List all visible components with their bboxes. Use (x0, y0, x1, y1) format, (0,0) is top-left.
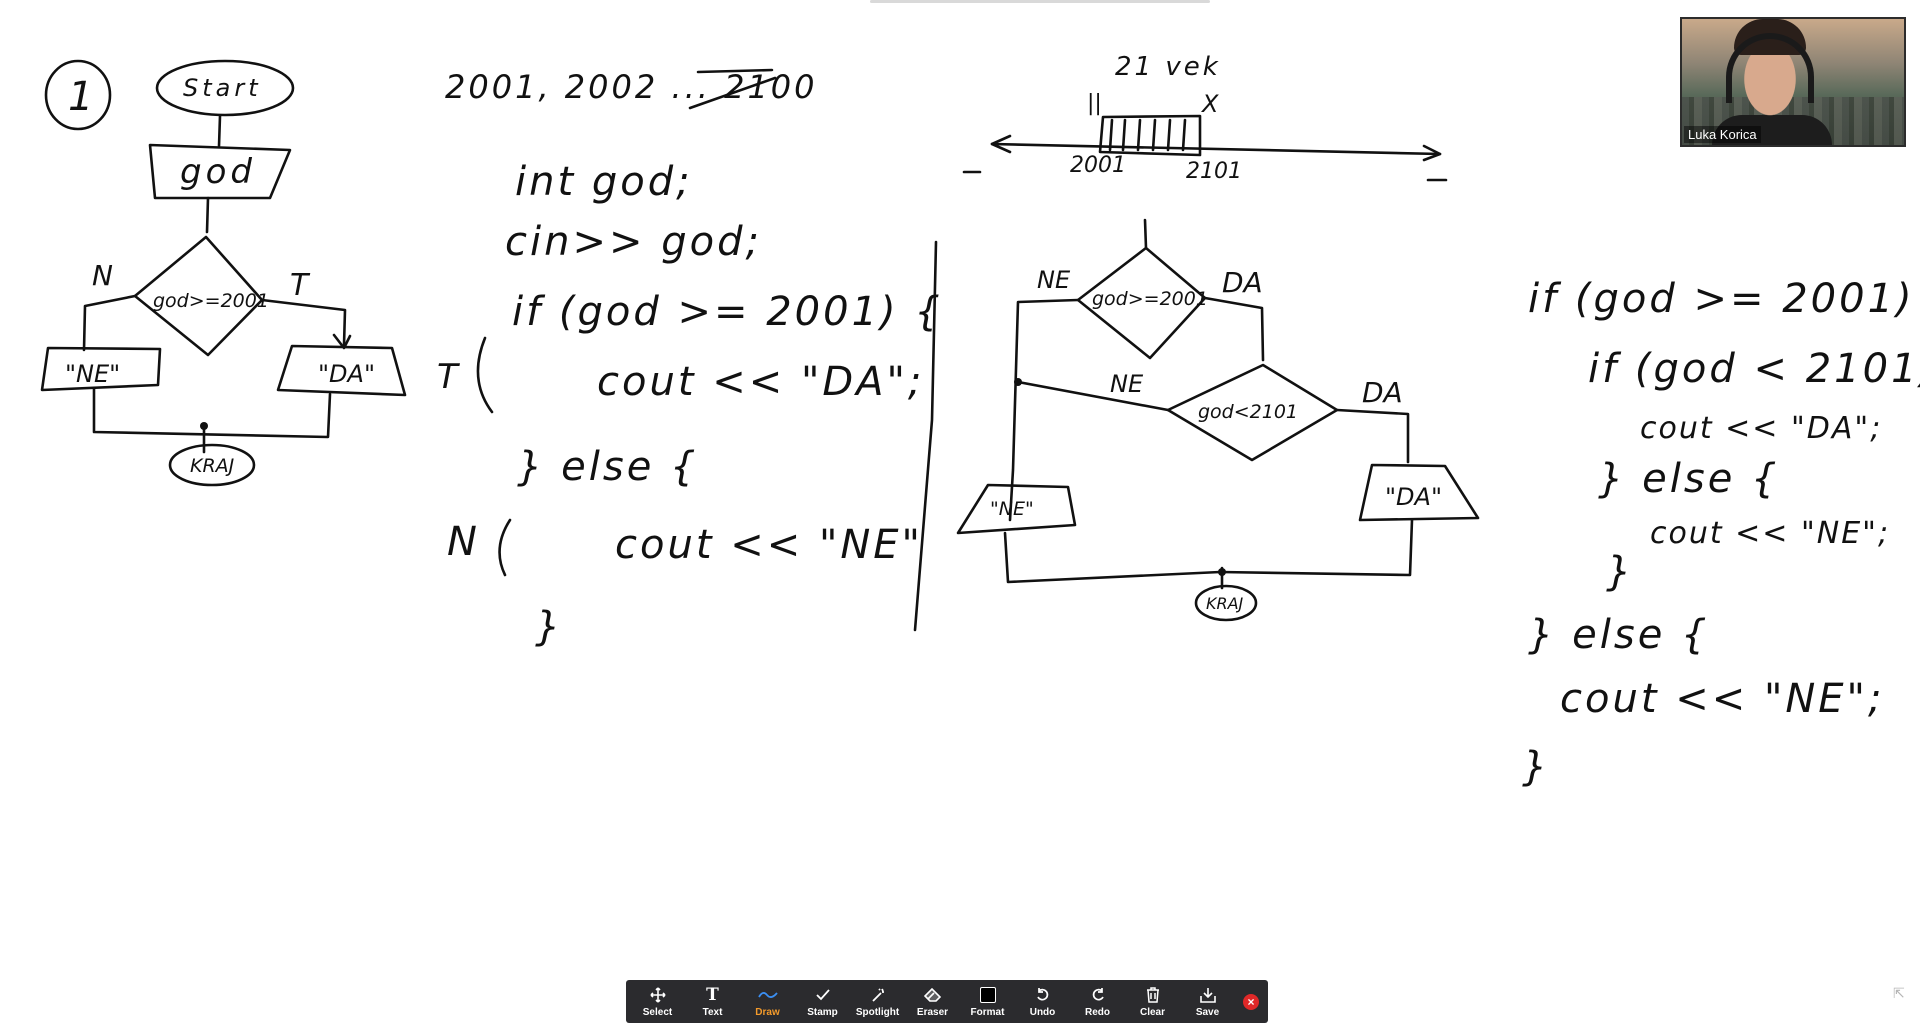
output-ne (40, 346, 162, 392)
undo-icon (1035, 985, 1051, 1005)
end-label: KRAJ (190, 455, 235, 477)
input-label: god (180, 152, 256, 192)
wand-icon (870, 985, 886, 1005)
output-da-label: "DA" (318, 360, 375, 388)
code-line-4: cout << "DA"; (597, 359, 924, 405)
draw-icon (757, 985, 778, 1005)
nested-code-block: if (god >= 2001) { if (god < 2101) { cou… (1522, 276, 1920, 790)
eraser-tool[interactable]: Eraser (905, 980, 960, 1023)
redo-tool[interactable]: Redo (1070, 980, 1125, 1023)
draw-tool[interactable]: Draw (740, 980, 795, 1023)
decision-label: god>=2001 (153, 290, 269, 312)
text-icon: T (706, 985, 719, 1005)
timeline-start-mark: || (1087, 91, 1102, 116)
nested-line-3: cout << "DA"; (1640, 411, 1882, 446)
participant-video[interactable]: Luka Korica (1680, 17, 1906, 147)
range-text: 2001, 2002 ... 2100 (445, 68, 818, 106)
decision-1-yes: DA (1222, 266, 1263, 299)
nested-line-5: cout << "NE"; (1650, 516, 1890, 551)
nested-line-6: } (1606, 549, 1634, 595)
input-parallelogram (148, 143, 292, 200)
spotlight-tool[interactable]: Spotlight (850, 980, 905, 1023)
divider-line (913, 240, 938, 632)
code-block: 2001, 2002 ... 2100 int god; cin>> god; … (437, 68, 943, 650)
clear-tool[interactable]: Clear (1125, 980, 1180, 1023)
code-line-2: cin>> god; (505, 219, 762, 265)
decision-1-no: NE (1037, 266, 1071, 294)
undo-tool[interactable]: Undo (1015, 980, 1070, 1023)
check-icon (815, 985, 831, 1005)
true-marker: T (437, 357, 460, 397)
nested-line-9: } (1522, 744, 1550, 790)
select-tool[interactable]: Select (630, 980, 685, 1023)
decision-2-no: NE (1110, 370, 1144, 398)
decision-1 (1076, 246, 1207, 360)
false-marker: N (447, 519, 477, 565)
save-tool[interactable]: Save (1180, 980, 1235, 1023)
left-flowchart: 1 Start god god>=2001 N T "NE" "DA" KRAJ (40, 59, 407, 487)
output-ne-right (956, 483, 1077, 535)
decision-2-yes: DA (1362, 376, 1403, 409)
code-line-6: cout << "NE" (615, 522, 923, 568)
nested-line-4: } else { (1598, 456, 1780, 502)
true-branch-label: T (290, 268, 311, 303)
output-da-right-label: "DA" (1385, 483, 1442, 511)
eraser-icon (923, 985, 942, 1005)
timeline: 21 vek || X 2001 2101 (962, 52, 1448, 184)
code-line-7: } (535, 604, 563, 650)
timeline-range-box (1098, 114, 1202, 157)
save-icon (1199, 985, 1216, 1005)
headset (1726, 33, 1814, 103)
nested-line-2: if (god < 2101) { (1588, 346, 1920, 392)
square-icon (979, 985, 996, 1005)
output-ne-label: "NE" (65, 360, 120, 388)
end-terminal (168, 443, 256, 487)
timeline-title: 21 vek (1115, 52, 1221, 82)
decision-1-label: god>=2001 (1092, 288, 1208, 310)
timeline-end: 2101 (1186, 159, 1242, 184)
code-line-5: } else { (517, 444, 699, 490)
share-icon[interactable]: ⇱ (1893, 985, 1905, 1001)
output-da-right (1358, 463, 1480, 522)
timeline-start: 2001 (1070, 153, 1126, 178)
timeline-end-mark: X (1200, 90, 1219, 118)
start-terminal (155, 59, 295, 117)
trash-icon (1146, 985, 1160, 1005)
nested-line-7: } else { (1528, 612, 1710, 658)
false-branch-label: N (92, 259, 113, 292)
output-da (276, 344, 407, 397)
annotation-toolbar: Select T Text Draw Stamp Spotlight Erase… (626, 980, 1268, 1023)
window-drag-handle[interactable] (870, 0, 1210, 3)
nested-line-8: cout << "NE"; (1560, 676, 1884, 722)
end-terminal-right-label: KRAJ (1206, 594, 1244, 613)
nested-line-1: if (god >= 2001) { (1528, 276, 1920, 322)
decision-diamond (133, 235, 264, 357)
stamp-tool[interactable]: Stamp (795, 980, 850, 1023)
close-annotation-button[interactable]: × (1243, 993, 1259, 1010)
decision-2 (1166, 363, 1339, 462)
step-circle (44, 59, 112, 131)
format-tool[interactable]: Format (960, 980, 1015, 1023)
code-line-1: int god; (515, 159, 693, 205)
output-ne-right-label: "NE" (990, 498, 1034, 520)
right-flowchart: god>=2001 NE DA god<2101 NE DA "NE" "DA"… (956, 218, 1480, 622)
decision-2-label: god<2101 (1198, 401, 1298, 423)
code-line-3: if (god >= 2001) { (512, 289, 943, 335)
step-number: 1 (68, 74, 93, 120)
move-icon (649, 985, 666, 1005)
end-terminal-right (1194, 584, 1258, 622)
participant-name: Luka Korica (1684, 126, 1761, 143)
redo-icon (1090, 985, 1106, 1005)
start-label: Start (183, 74, 262, 102)
text-tool[interactable]: T Text (702, 985, 723, 1018)
